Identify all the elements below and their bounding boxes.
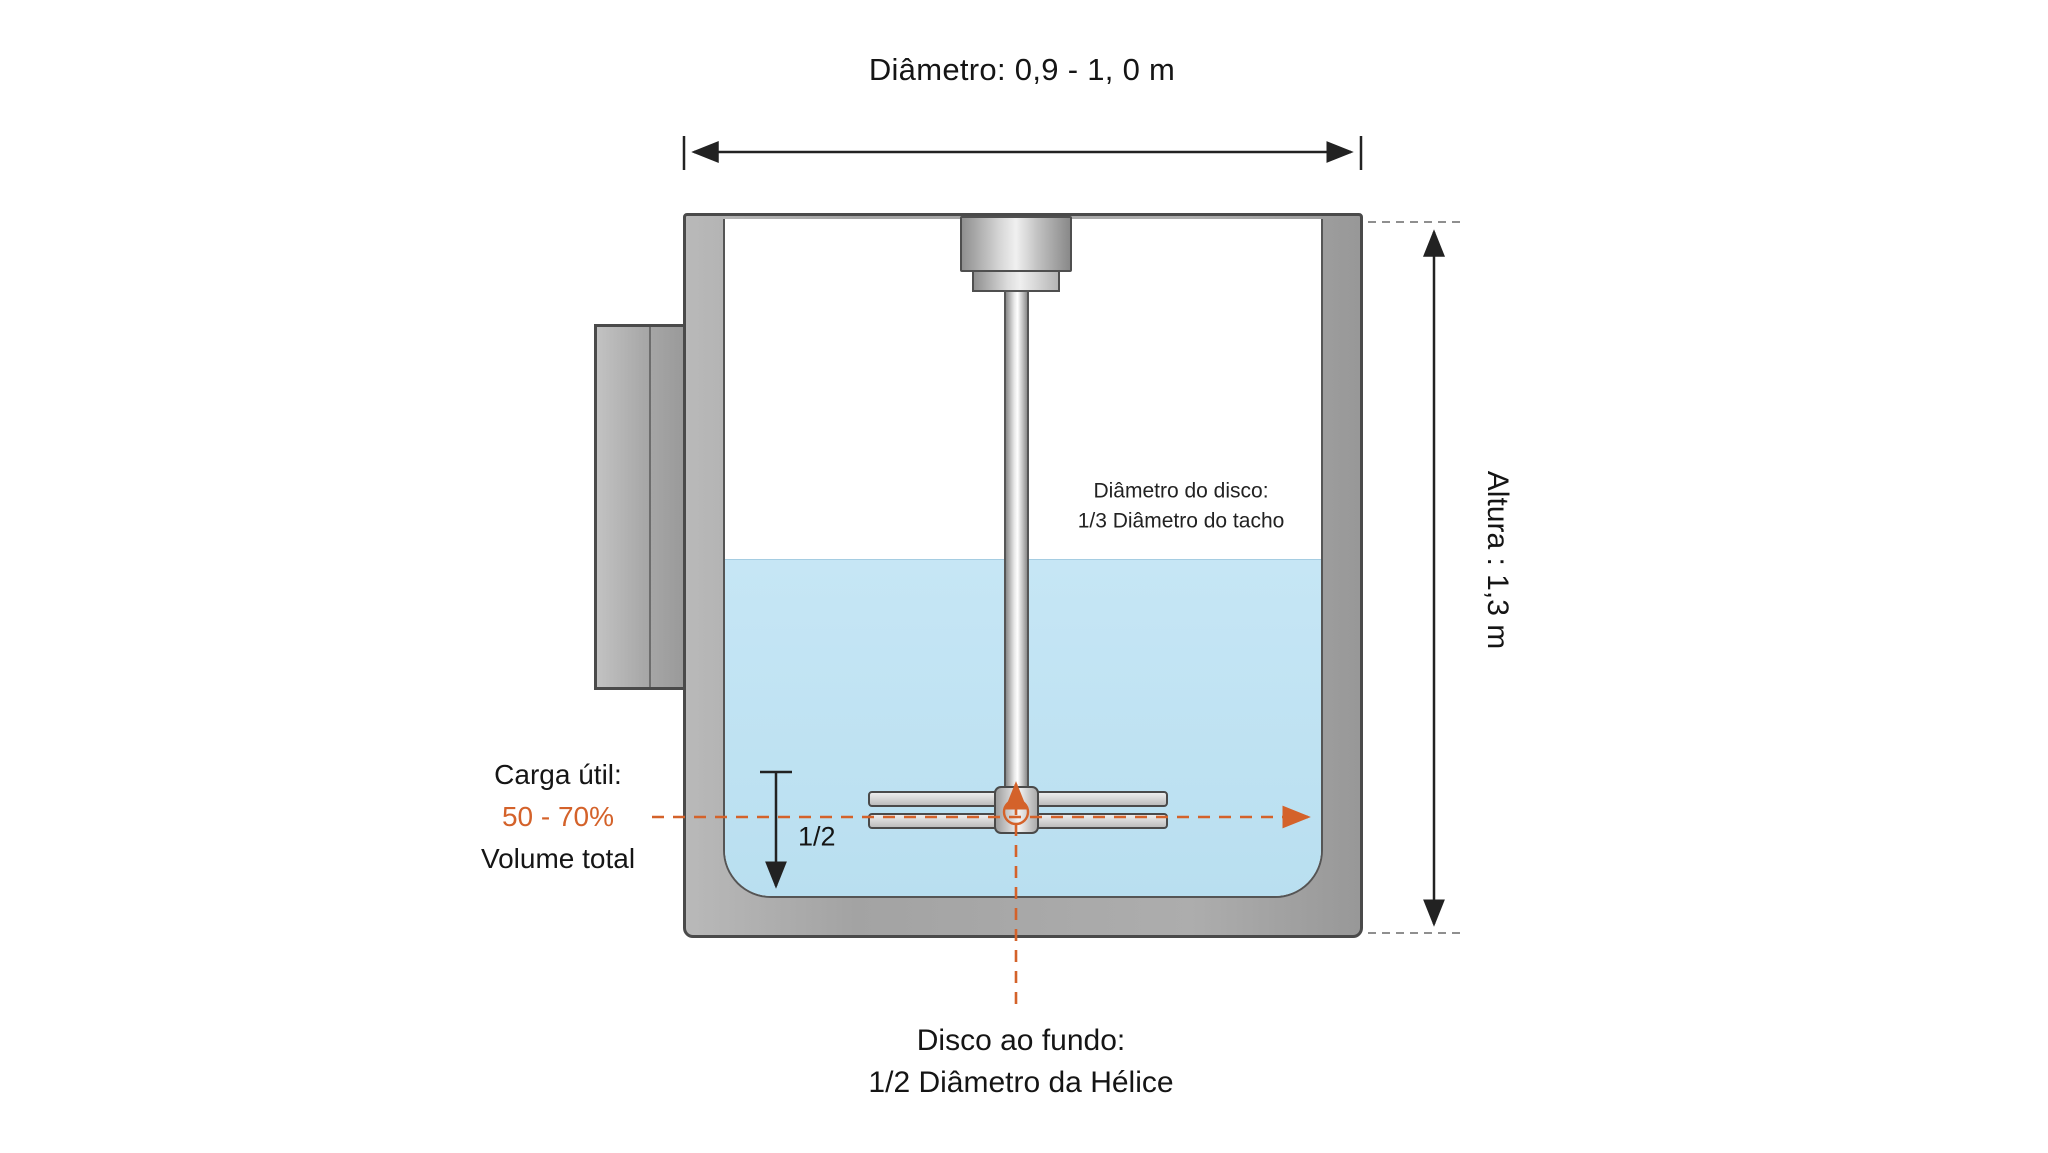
disc-to-bottom-label-line2: 1/2 Diâmetro da Hélice [868,1066,1174,1099]
half-clearance-label: 1/2 [798,821,836,852]
disc-to-bottom-label-line1: Disco ao fundo: [916,1024,1126,1057]
useful-load-label-percentage: 50 - 70% [501,801,615,832]
top-diameter-dimension [682,136,1363,170]
useful-load-label-line3: Volume total [480,843,636,874]
disc-diameter-label: Diâmetro do disco: 1/3 Diâmetro do tacho [1078,477,1285,538]
impeller-hub [994,786,1039,834]
useful-load-label-line1: Carga útil: [494,759,622,790]
agitator-shaft [1004,290,1029,830]
disc-diameter-label-line1: Diâmetro do disco: [1093,479,1269,503]
motor-coupling-block [960,216,1072,272]
side-mount-bracket-seam [649,327,651,687]
disc-diameter-label-line2: 1/3 Diâmetro do tacho [1077,510,1285,533]
useful-load-label: Carga útil: 50 - 70% Volume total [481,754,635,880]
right-height-dimension [1368,221,1462,934]
top-diameter-label: Diâmetro: 0,9 - 1, 0 m [868,52,1176,87]
motor-coupling-flange [972,270,1060,292]
side-mount-bracket [594,324,686,690]
disc-to-bottom-label: Disco ao fundo: 1/2 Diâmetro da Hélice [868,1020,1173,1104]
height-label: Altura : 1,3 m [1481,470,1514,650]
